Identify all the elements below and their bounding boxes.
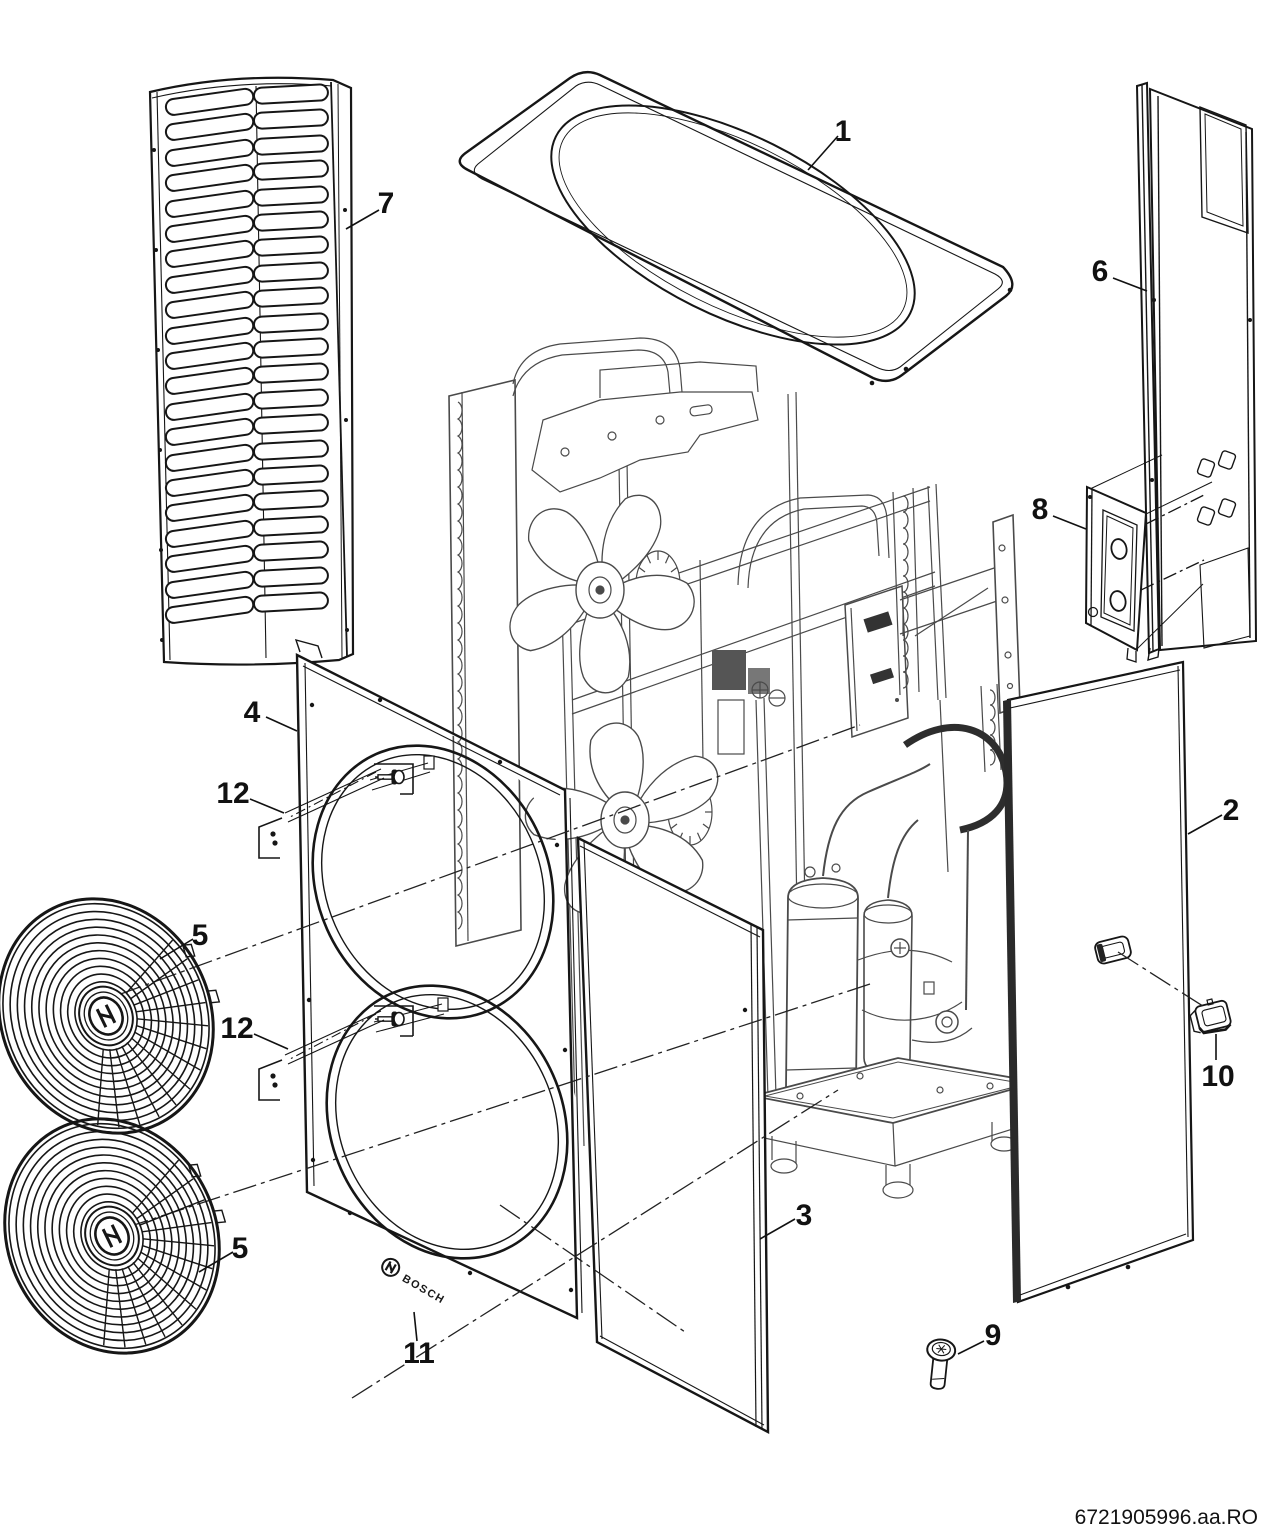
part-top-cover — [458, 70, 1014, 386]
internal-assembly — [448, 337, 1039, 1199]
mounting-bracket — [899, 513, 1021, 715]
callout-1-label: 1 — [835, 115, 852, 148]
part-handle-clip — [1189, 998, 1232, 1035]
part-louvered-grille — [148, 76, 355, 666]
callout-11-label: 11 — [403, 1337, 435, 1370]
part-service-cover-plate — [1084, 454, 1213, 663]
callout-10-label: 10 — [1201, 1060, 1234, 1093]
part-screw — [926, 1338, 957, 1390]
document-id: 6721905996.aa.RO — [1075, 1506, 1258, 1529]
compressor-assembly — [755, 697, 1011, 1109]
part-fan-front-panel — [294, 638, 583, 1320]
handle-recess — [1094, 935, 1132, 965]
leader-lines — [159, 135, 1223, 1355]
callout-9-label: 9 — [985, 1319, 1002, 1352]
callout-2-label: 2 — [1223, 794, 1240, 827]
fan-opening-lower — [325, 984, 569, 1260]
callout-5-lower-label: 5 — [232, 1232, 249, 1265]
coil-channel — [448, 337, 683, 948]
callout-6-label: 6 — [1092, 255, 1109, 288]
inverter-box — [844, 584, 909, 739]
assembly-axes — [117, 724, 1207, 1399]
part-right-side-panel — [1003, 660, 1195, 1304]
callout-8-label: 8 — [1032, 493, 1049, 526]
callout-12-lower-label: 12 — [220, 1012, 253, 1045]
callout-12-upper-label: 12 — [216, 777, 249, 810]
callout-4-label: 4 — [244, 696, 261, 729]
part-screw-set-upper — [258, 763, 414, 859]
bosch-symbol-icon — [381, 1257, 401, 1277]
brand-badge-text: BOSCH — [400, 1273, 447, 1307]
callout-3-label: 3 — [796, 1199, 813, 1232]
fan-mount-plate — [531, 361, 759, 493]
part-rear-side-panel — [1135, 81, 1258, 661]
callout-5-upper-label: 5 — [192, 919, 209, 952]
right-coil — [892, 487, 1002, 773]
part-front-right-panel — [576, 836, 770, 1434]
callout-7-label: 7 — [378, 187, 395, 220]
